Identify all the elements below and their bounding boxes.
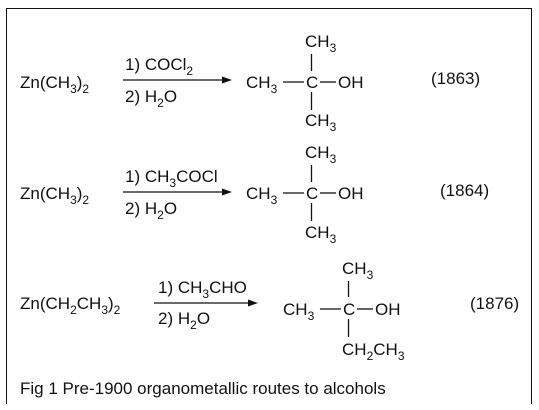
reagent-step-1: 1) CH3COCl — [125, 167, 218, 190]
reagent-step-1: 1) CH3CHO — [158, 278, 247, 301]
reagent-step-2: 2) H2O — [158, 309, 210, 332]
product-1: CH3 CH3 C OH CH3 — [246, 32, 364, 134]
central-carbon: C — [343, 300, 355, 319]
methyl-top: CH3 — [342, 259, 374, 282]
ethyl-bottom: CH2CH3 — [342, 340, 405, 363]
figure-caption: Fig 1 Pre-1900 organometallic routes to … — [20, 379, 386, 398]
year-1: (1863) — [431, 69, 480, 88]
arrow-head-1 — [222, 76, 232, 84]
central-carbon: C — [306, 73, 318, 92]
methyl-top: CH3 — [305, 32, 337, 55]
central-carbon: C — [306, 184, 318, 203]
reaction-3: Zn(CH2CH3)2 1) CH3CHO 2) H2O CH3 CH3 C O… — [20, 259, 519, 363]
product-2: CH3 CH3 C OH CH3 — [246, 143, 364, 246]
reagent-step-2: 2) H2O — [125, 87, 177, 110]
hydroxyl: OH — [338, 73, 364, 92]
reactant-1: Zn(CH3)2 — [20, 73, 89, 96]
arrow-head-3 — [248, 299, 258, 307]
reagent-step-2: 2) H2O — [125, 199, 177, 222]
methyl-bottom: CH3 — [305, 111, 337, 134]
reactant-3: Zn(CH2CH3)2 — [20, 294, 121, 317]
methyl-left: CH3 — [283, 300, 315, 323]
methyl-top: CH3 — [305, 143, 337, 166]
methyl-left: CH3 — [246, 184, 278, 207]
product-3: CH3 CH3 C OH CH2CH3 — [283, 259, 405, 363]
reagent-step-1: 1) COCl2 — [125, 55, 193, 78]
hydroxyl: OH — [375, 300, 401, 319]
year-2: (1864) — [440, 181, 489, 200]
reaction-2: Zn(CH3)2 1) CH3COCl 2) H2O CH3 CH3 C OH … — [20, 143, 489, 246]
reactant-2: Zn(CH3)2 — [20, 184, 89, 207]
year-3: (1876) — [470, 294, 519, 313]
methyl-bottom: CH3 — [305, 223, 337, 246]
methyl-left: CH3 — [246, 73, 278, 96]
arrow-head-2 — [222, 188, 232, 196]
hydroxyl: OH — [338, 184, 364, 203]
reaction-1: Zn(CH3)2 1) COCl2 2) H2O CH3 CH3 C OH CH… — [20, 32, 480, 134]
figure-frame — [6, 8, 532, 404]
